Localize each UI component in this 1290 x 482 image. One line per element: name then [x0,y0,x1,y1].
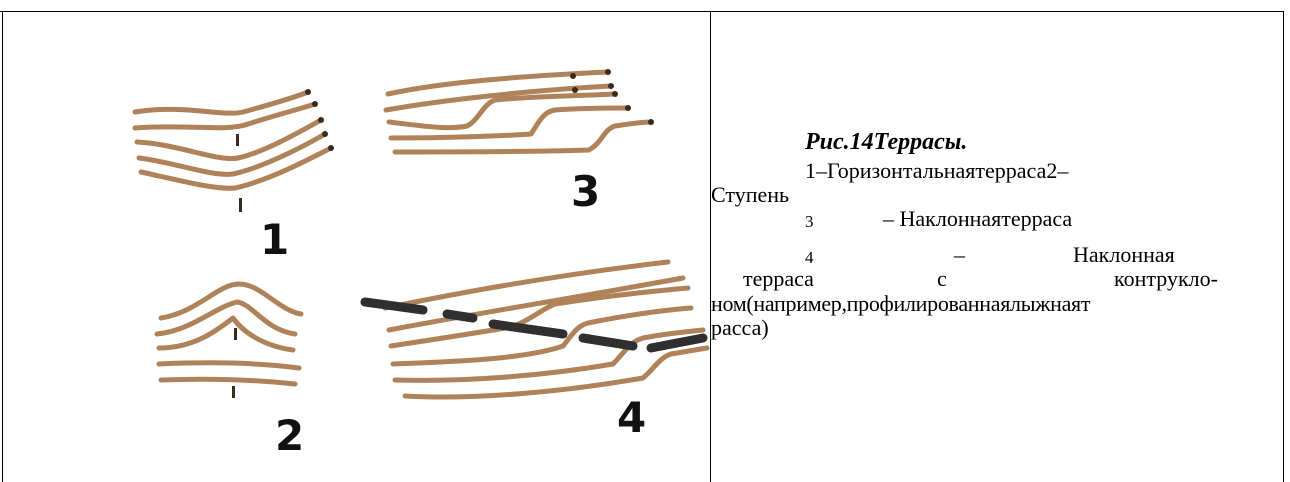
sketch-1-horizontal-terrace [135,92,331,188]
figure-label-3: 3 [571,167,600,216]
caption-item-4-line2-b: с [937,267,947,291]
caption-item-4-line3: ном(например,профилированнаялыжнаят [711,292,1090,316]
figure-label-4: 4 [617,393,646,442]
terrace-illustration: 1 2 3 4 [3,12,710,482]
caption-item-4-dash: – [954,243,965,267]
figure-label-1: 1 [260,215,289,264]
figure-label-2: 2 [275,411,304,460]
caption-item-3-number: 3 [805,210,814,234]
caption-item-3-text: – Наклоннаятерраса [883,207,1072,231]
caption-item-4-line2-c: контрукло- [1114,267,1218,291]
caption-title: Рис.14Террасы. [805,130,967,154]
caption-item-4-word: Наклонная [1073,243,1175,267]
sketch-2-step [157,284,301,384]
caption-item-4-line2-a: терраса [743,267,814,291]
caption-item-1-cont: Ступень [711,183,789,207]
caption-item-4-line4: расса) [711,316,769,340]
tick-marks [232,69,654,398]
terrace-sketches: 1 2 3 4 [3,12,710,482]
caption-item-1: 1–Горизонтальнаятерраса2– [805,159,1068,183]
caption-cell: Рис.14Террасы. 1–Горизонтальнаятерраса2–… [711,12,1283,482]
figure-table: 1 2 3 4 Рис.14Террасы. 1–Горизонтальнаят… [2,11,1284,482]
